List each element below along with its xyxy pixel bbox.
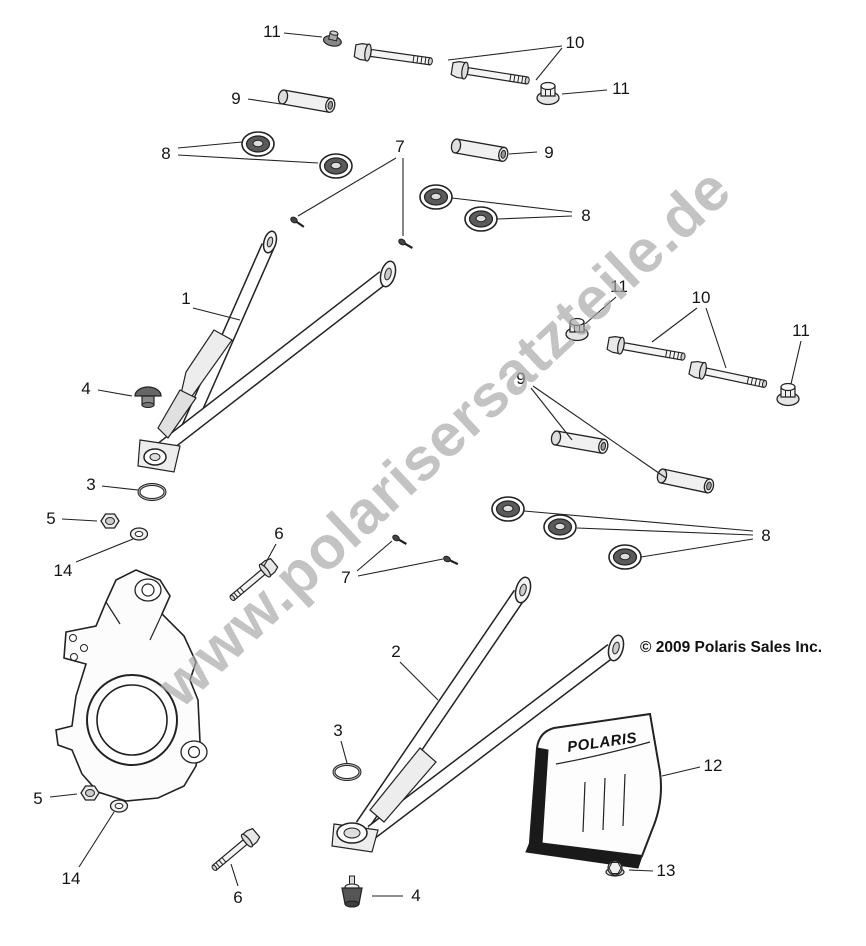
callout-7: 7 (395, 137, 404, 156)
callout-9: 9 (516, 369, 525, 388)
snap-ring-part-3 (137, 483, 167, 501)
nut-part-5 (100, 513, 120, 529)
watermark-text: www.polarisersatzteile.de (144, 155, 744, 721)
callout-14: 14 (54, 561, 73, 580)
splash-guard: POLARIS (525, 712, 662, 869)
callout-8: 8 (581, 206, 590, 225)
callout-10: 10 (566, 33, 585, 52)
bushing-part-8 (464, 206, 498, 232)
upper-a-arm (137, 230, 397, 473)
callout-11: 11 (610, 277, 628, 296)
callout-14: 14 (62, 869, 81, 888)
callout-11: 11 (612, 79, 630, 98)
snap-ring-part-3 (332, 763, 362, 781)
callout-4: 4 (81, 379, 90, 398)
screw-part-7 (288, 214, 307, 231)
copyright-text: © 2009 Polaris Sales Inc. (640, 639, 822, 656)
callout-3: 3 (333, 721, 342, 740)
flange-nut-part-11 (776, 382, 800, 407)
callout-4: 4 (411, 886, 420, 905)
callout-8: 8 (761, 526, 770, 545)
bushing-part-8 (491, 496, 525, 522)
callout-9: 9 (231, 89, 240, 108)
sleeve-part-9 (276, 88, 337, 114)
flange-nut-part-11 (536, 81, 560, 106)
screw-part-11 (321, 28, 344, 49)
steering-knuckle (55, 569, 208, 802)
callout-6: 6 (233, 888, 242, 907)
nut-part-5 (80, 785, 100, 801)
callout-7: 7 (341, 568, 350, 587)
screw-part-7 (396, 236, 415, 252)
callout-12: 12 (704, 756, 723, 775)
washer-part-14 (109, 799, 129, 813)
washer-part-14 (129, 527, 149, 541)
callout-2: 2 (391, 642, 400, 661)
bushing-part-8 (241, 131, 275, 157)
callout-5: 5 (46, 509, 55, 528)
bushing-part-8 (419, 184, 453, 210)
ball-joint-part-4 (134, 386, 162, 409)
callout-3: 3 (86, 475, 95, 494)
leader-lines (49, 32, 802, 897)
sleeve-part-9 (655, 467, 716, 495)
ball-joint-part-4 (341, 875, 363, 908)
callout-5: 5 (33, 789, 42, 808)
bolt-part-10 (450, 59, 532, 90)
bolt-part-10 (687, 359, 769, 394)
callout-9: 9 (544, 143, 553, 162)
bushing-part-8 (543, 514, 577, 540)
sleeve-part-9 (449, 137, 510, 163)
lower-a-arm (331, 576, 625, 853)
callout-10: 10 (692, 288, 711, 307)
bolt-part-6 (207, 826, 262, 876)
callout-13: 13 (657, 861, 676, 880)
bushing-part-8 (319, 153, 353, 179)
callout-6: 6 (274, 524, 283, 543)
callout-1: 1 (181, 289, 190, 308)
callout-8: 8 (161, 144, 170, 163)
callout-11: 11 (263, 22, 281, 41)
bolt-part-10 (606, 334, 688, 366)
callout-11: 11 (792, 321, 810, 340)
callout-labels: 11 10 9 11 8 7 9 8 1 11 10 11 4 9 3 5 14… (33, 22, 810, 907)
bushing-part-8 (608, 544, 642, 570)
sleeve-part-9 (549, 429, 610, 455)
bolt-part-10 (353, 41, 435, 71)
screw-part-7 (390, 532, 409, 548)
screw-part-7 (441, 554, 461, 568)
